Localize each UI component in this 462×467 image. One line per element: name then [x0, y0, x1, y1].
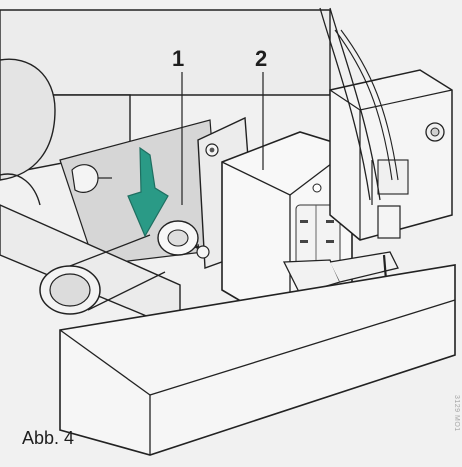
callout-label-2: 2 [255, 46, 268, 71]
margin-code: 3129 MO1 [453, 395, 460, 432]
green-arrow-indicator [127, 146, 169, 238]
figure-caption: Abb. 4 [22, 428, 75, 448]
callout-label-1: 1 [172, 46, 185, 71]
